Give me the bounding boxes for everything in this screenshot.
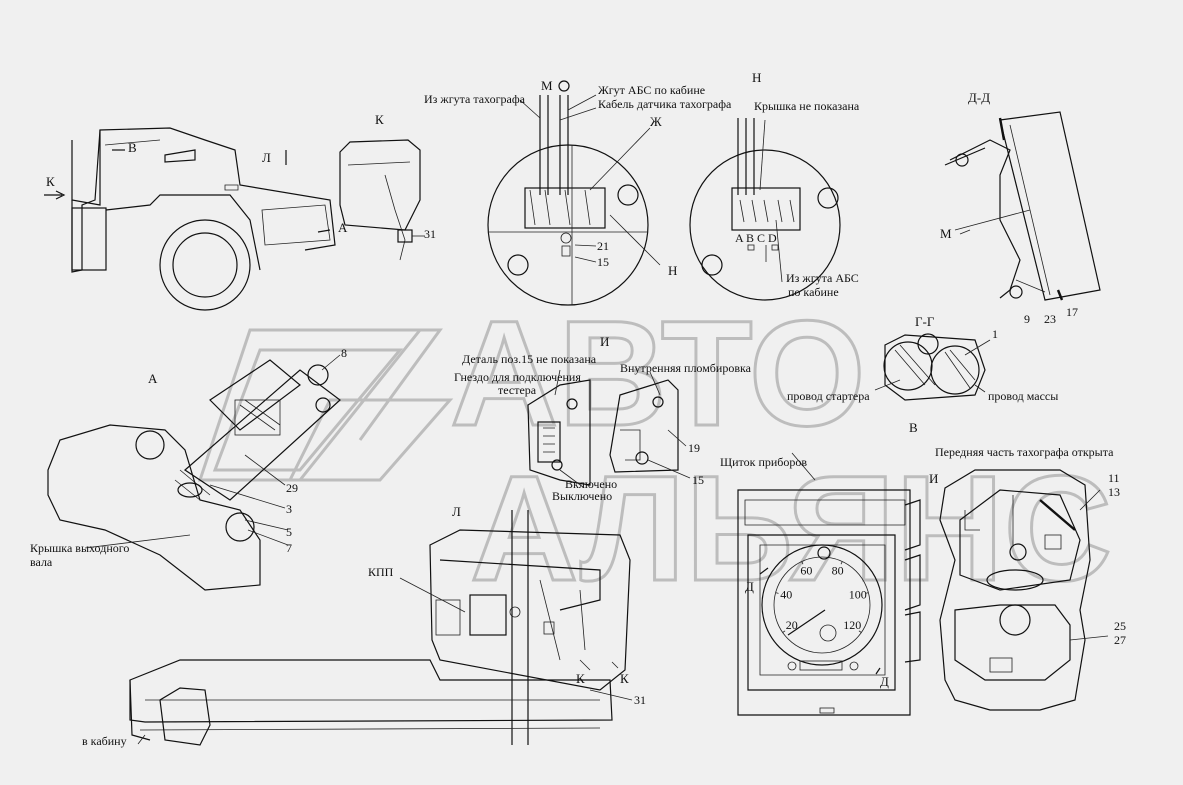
pin-labels: A B C D [735, 231, 777, 245]
off-label: Выключено [552, 489, 612, 503]
callout-dd-9: 9 [1024, 312, 1030, 326]
dd-m-mark: М [940, 226, 952, 241]
speedometer-tick-label: 100 [849, 587, 867, 601]
callout-v-11: 11 [1108, 471, 1120, 485]
view-l: Л КПП К К 31 в кабину [82, 504, 646, 748]
view-m: М Из жгута тахографа Жгут АБС по кабине … [424, 78, 732, 306]
callout-m-15: 15 [597, 255, 609, 269]
to-cab-label: в кабину [82, 734, 127, 748]
speedometer-tick-label: 40 [780, 587, 792, 601]
d-mark-1: Д [745, 579, 754, 594]
speedometer-tick-mark [775, 592, 779, 594]
tacho-sensor-cable-label: Кабель датчика тахографа [598, 97, 732, 111]
arrow-k-label: К [46, 174, 55, 189]
callout-a-8: 8 [341, 346, 347, 360]
watermark-line1: АВТО [450, 289, 866, 457]
speedometer-tick-label: 80 [832, 564, 844, 578]
callout-v-27: 27 [1114, 633, 1126, 647]
section-gg: Г-Г 1 провод стартера провод массы [787, 314, 1058, 403]
speedometer-tick-label: 120 [843, 618, 861, 632]
cab-view: В К Л А [44, 127, 348, 311]
speedometer-tick-mark [858, 630, 862, 633]
ground-wire-label: провод массы [988, 389, 1058, 403]
speedometer-tick-mark [782, 630, 786, 633]
view-i-title: И [600, 334, 609, 349]
kpp-label: КПП [368, 565, 394, 579]
tester-socket-1: Гнездо для подключения [454, 370, 581, 384]
zh-label: Ж [650, 114, 662, 129]
starter-wire-label: провод стартера [787, 389, 870, 403]
callout-v-25: 25 [1114, 619, 1126, 633]
k-right-mark: К [620, 671, 629, 686]
section-gg-title: Г-Г [915, 314, 935, 329]
view-dd-title: Д-Д [968, 90, 990, 105]
callout-i-19: 19 [688, 441, 700, 455]
view-a-title: А [148, 371, 158, 386]
callout-m-21: 21 [597, 239, 609, 253]
abs-harness-cab-label: Жгут АБС по кабине [598, 83, 705, 97]
tester-socket-2: тестера [498, 383, 537, 397]
k-left-mark: К [576, 671, 585, 686]
part15-not-shown-label: Деталь поз.15 не показана [462, 352, 597, 366]
view-v-title: В [909, 420, 918, 435]
view-n: Н Крышка не показана A B C D Из жгута АБ… [689, 70, 860, 301]
callout-a-3: 3 [286, 502, 292, 516]
speedometer-scale: 20 40 60 80 100 120 [775, 561, 869, 633]
view-dd: Д-Д М 9 23 17 [940, 90, 1101, 326]
output-shaft-cover-2: вала [30, 555, 53, 569]
view-n-title: Н [752, 70, 761, 85]
arrow-a-label: А [338, 220, 348, 235]
from-tacho-harness-label: Из жгута тахографа [424, 92, 526, 106]
callout-k-31: 31 [424, 227, 436, 241]
front-open-label: Передняя часть тахографа открыта [935, 445, 1114, 459]
speedometer-tick-mark [801, 561, 804, 565]
callout-i-15: 15 [692, 473, 704, 487]
view-k: К 31 [339, 112, 436, 261]
on-label: Включено [565, 477, 617, 491]
n-mark: Н [668, 263, 677, 278]
internal-seal-label: Внутренняя пломбировка [620, 361, 752, 375]
cab-view-letter: В [128, 140, 137, 155]
watermark-line2: АЛЬЯНС [470, 444, 1112, 612]
watermark-logo-stripes [197, 328, 454, 482]
callout-v-13: 13 [1108, 485, 1120, 499]
from-abs-harness-1: Из жгута АБС [786, 271, 859, 285]
view-l-title: Л [452, 504, 461, 519]
watermark: АВТО АЛЬЯНС [197, 288, 1113, 614]
callout-l-31: 31 [634, 693, 646, 707]
view-i: И Деталь поз.15 не показана Гнездо для п… [454, 334, 752, 503]
v-i-mark: И [929, 471, 938, 486]
d-mark-2: Д [880, 674, 889, 689]
view-m-title: М [541, 78, 553, 93]
view-a: А 8 29 3 5 7 Крышка выходного вала [30, 346, 347, 591]
speedometer-tick-label: 20 [786, 618, 798, 632]
callout-gg-1: 1 [992, 327, 998, 341]
callout-a-7: 7 [286, 541, 292, 555]
dashboard-label: Щиток приборов [720, 455, 807, 469]
callout-a-29: 29 [286, 481, 298, 495]
arrow-l-label: Л [262, 150, 271, 165]
speedometer-tick-mark [840, 561, 843, 565]
callout-dd-23: 23 [1044, 312, 1056, 326]
output-shaft-cover-1: Крышка выходного [30, 541, 129, 555]
cover-not-shown-label: Крышка не показана [754, 99, 860, 113]
from-abs-harness-2: по кабине [788, 285, 839, 299]
view-k-title: К [375, 112, 384, 127]
view-v: В Щиток приборов Д Д Передняя часть тахо… [720, 420, 1126, 716]
callout-a-5: 5 [286, 525, 292, 539]
speedometer-tick-label: 60 [800, 564, 812, 578]
speedometer-tick-mark [865, 592, 869, 594]
callout-dd-17: 17 [1066, 305, 1078, 319]
